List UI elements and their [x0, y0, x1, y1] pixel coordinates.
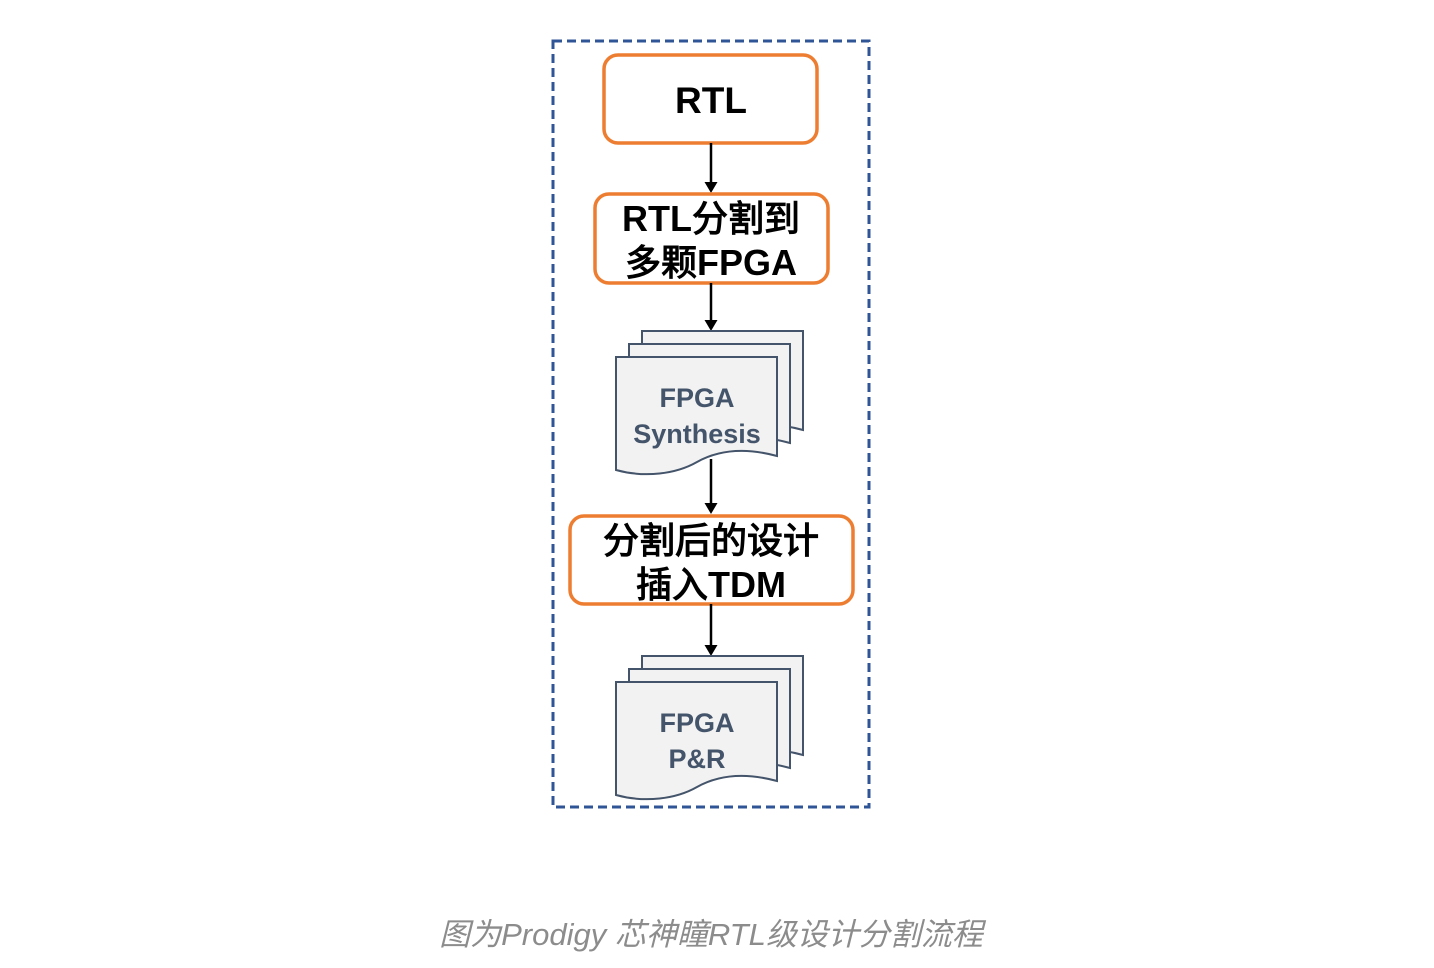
arrow-head — [704, 320, 718, 331]
synthesis-multi-document: FPGA Synthesis — [615, 330, 804, 476]
rtl-box-label: RTL — [675, 80, 747, 121]
partition-box-label-line2: 多颗FPGA — [625, 242, 797, 283]
document-front-sheet — [615, 356, 778, 476]
arrow-tdm-to-pnr — [704, 604, 718, 656]
tdm-insertion-box: 分割后的设计 插入TDM — [568, 514, 855, 606]
figure-caption: 图为Prodigy 芯神瞳RTL级设计分割流程 — [439, 917, 987, 952]
place-and-route-label-line1: FPGA — [659, 708, 734, 738]
arrow-partition-to-synthesis — [704, 283, 718, 331]
rtl-box: RTL — [602, 53, 819, 145]
arrow-rtl-to-partition — [704, 143, 718, 193]
synthesis-label-line1: FPGA — [659, 383, 734, 413]
document-front-sheet — [615, 681, 778, 801]
arrow-head — [704, 645, 718, 656]
synthesis-label-line2: Synthesis — [633, 419, 761, 449]
tdm-insertion-label-line2: 插入TDM — [636, 564, 786, 605]
place-and-route-label-line2: P&R — [668, 744, 725, 774]
dashed-frame — [551, 39, 871, 809]
arrow-head — [704, 182, 718, 193]
partition-box: RTL分割到 多颗FPGA — [593, 192, 830, 285]
arrow-synthesis-to-tdm — [704, 459, 718, 514]
place-and-route-multi-document: FPGA P&R — [615, 655, 804, 801]
tdm-insertion-label-line1: 分割后的设计 — [603, 520, 819, 561]
partition-box-label-line1: RTL分割到 — [622, 198, 800, 239]
arrow-head — [704, 503, 718, 514]
